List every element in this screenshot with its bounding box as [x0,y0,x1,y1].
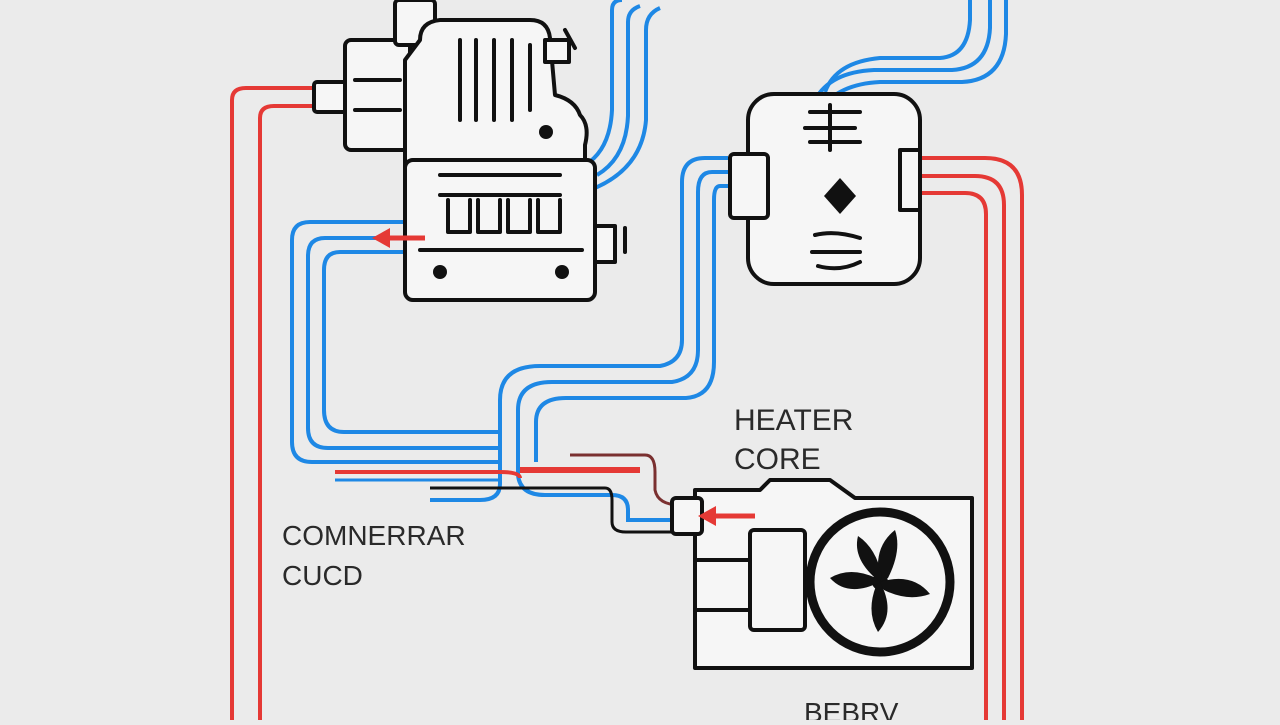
engine-block-icon [312,0,627,302]
condenser-label-line2: CUCD [282,560,363,591]
hot-line-right [908,156,1024,720]
flow-arrow-icon [372,228,425,248]
cold-line-top [583,0,1008,192]
expansion-valve-icon [728,92,922,286]
heater-core-label-line2: CORE [734,443,821,476]
condenser-label-line1: COMNERRAR [282,520,466,551]
hot-line-left [230,86,330,720]
bottom-label: BEBRV [804,697,899,720]
heater-core-label-line1: HEATER [734,404,853,437]
condenser-fan-icon [805,507,955,657]
cold-line-loop [290,156,728,522]
mixed-line [335,453,690,534]
flow-arrow-icon [520,467,755,526]
